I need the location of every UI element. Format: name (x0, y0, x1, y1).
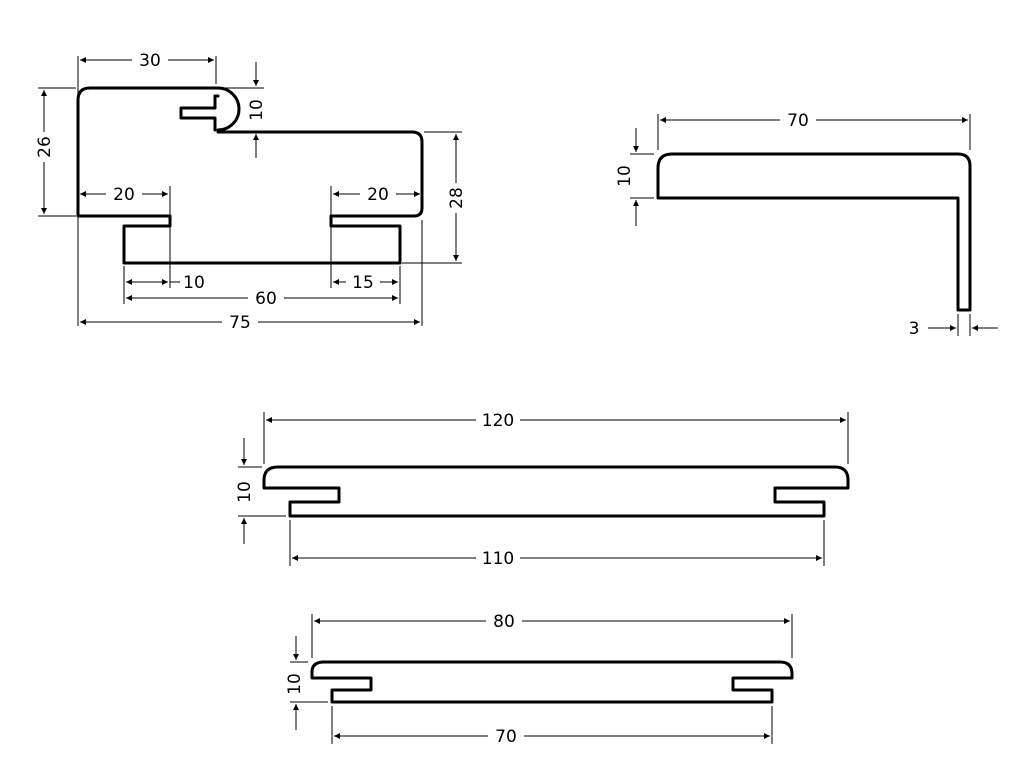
dim-overall-width: 75 (229, 313, 251, 333)
dim-narrow-bottom: 70 (495, 727, 517, 747)
narrow-board-profile: 80 10 70 (285, 609, 794, 747)
door-frame-rebate (179, 94, 220, 132)
angle-outline (656, 152, 972, 312)
dim-wide-top: 120 (482, 411, 514, 431)
dim-height-right: 28 (447, 187, 467, 209)
dim-groove-left: 20 (113, 185, 135, 205)
dim-height-left: 26 (35, 136, 55, 158)
dim-tongue-right: 15 (352, 273, 374, 293)
dim-top-width: 30 (139, 51, 161, 71)
dim-wide-bottom: 110 (482, 549, 514, 569)
dim-groove-right: 20 (367, 185, 389, 205)
dim-tongue-left: 10 (183, 273, 205, 293)
narrow-board-outline (310, 660, 794, 704)
door-frame-profile: 30 10 26 28 20 20 10 15 60 (34, 48, 468, 333)
wide-board-profile: 120 10 110 (235, 408, 850, 569)
dim-rebate-depth: 10 (247, 99, 267, 121)
angle-profile: 70 10 3 (615, 108, 998, 339)
dim-angle-leg: 3 (909, 319, 920, 339)
dim-narrow-top: 80 (493, 612, 515, 632)
dim-angle-thickness: 10 (615, 165, 635, 187)
wide-board-outline (262, 465, 850, 518)
door-frame-outline (76, 86, 424, 265)
dim-bottom-width: 60 (255, 289, 277, 309)
dim-angle-width: 70 (787, 111, 809, 131)
dim-wide-thickness: 10 (235, 481, 255, 503)
dim-narrow-thickness: 10 (285, 673, 305, 695)
